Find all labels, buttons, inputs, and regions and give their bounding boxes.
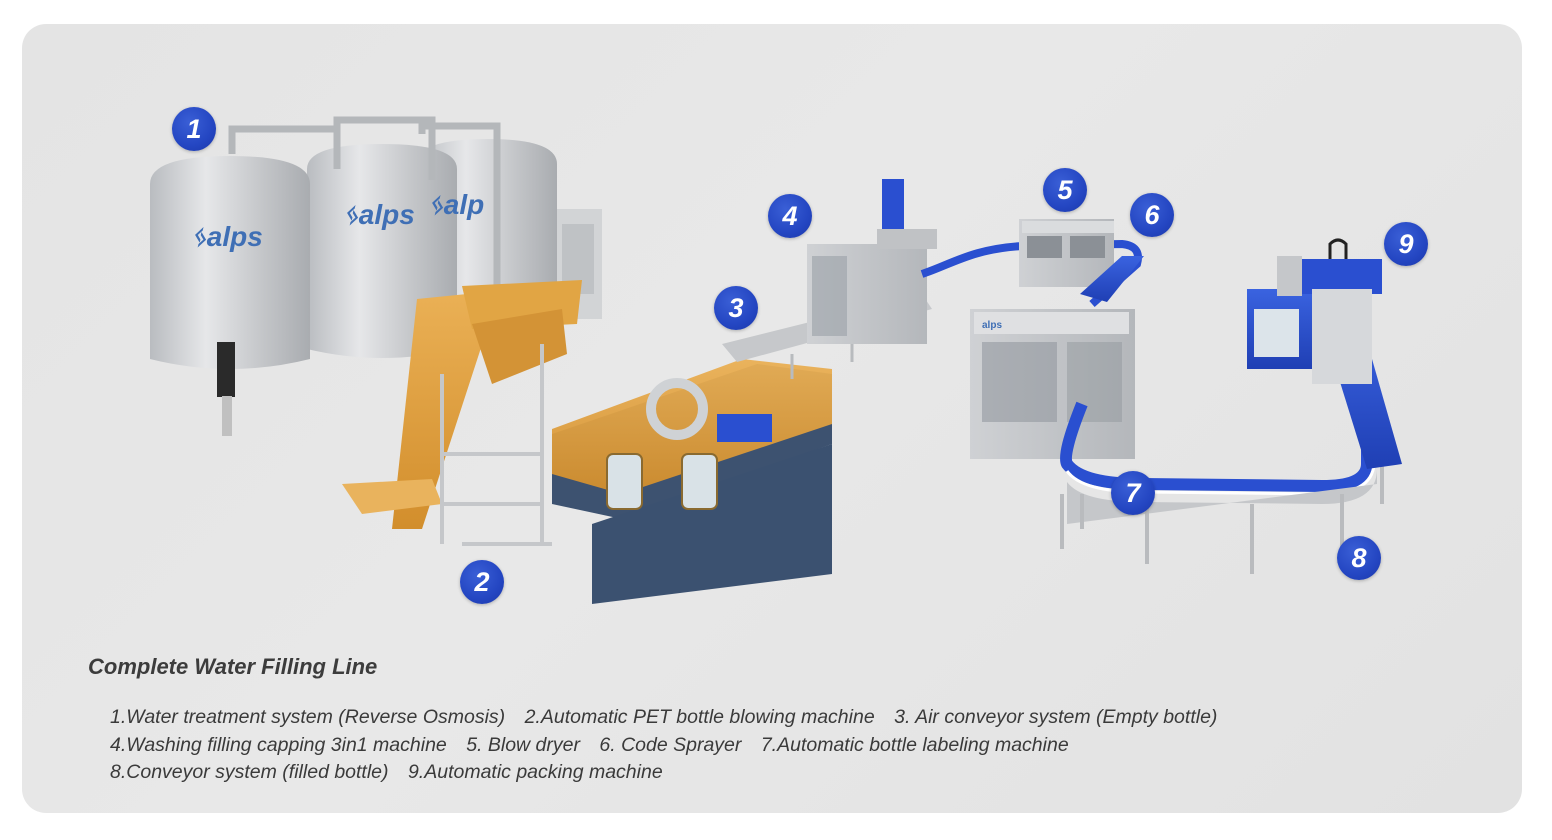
preform-loader xyxy=(342,280,582,546)
blow-dryer xyxy=(1019,219,1114,287)
filling-machine xyxy=(807,179,937,344)
callout-badge-8: 8 xyxy=(1337,536,1381,580)
svg-text:alps: alps xyxy=(982,320,1002,331)
legend-item-2: 2.Automatic PET bottle blowing machine xyxy=(524,706,875,728)
packing-machine xyxy=(1247,238,1382,384)
legend-item-3: 3. Air conveyor system (Empty bottle) xyxy=(894,706,1218,728)
diagram-card: ᛃalps ᛃalps ᛃalp xyxy=(22,24,1522,813)
legend-item-4: 4.Washing filling capping 3in1 machine xyxy=(110,733,447,756)
water-treatment-tanks: ᛃalps ᛃalps ᛃalp xyxy=(150,116,602,436)
blow-molding-machine xyxy=(552,359,832,604)
legend-item-9: 9.Automatic packing machine xyxy=(407,761,663,783)
callout-badge-7: 7 xyxy=(1111,471,1155,515)
legend-item-6: 6. Code Sprayer xyxy=(599,733,742,756)
legend-row-1: 1.Water treatment system (Reverse Osmosi… xyxy=(110,704,1231,732)
callout-badge-4: 4 xyxy=(768,194,812,238)
svg-text:ᛃalps: ᛃalps xyxy=(190,221,263,252)
legend: 1.Water treatment system (Reverse Osmosi… xyxy=(110,704,1231,787)
callout-badge-1: 1 xyxy=(172,107,216,151)
legend-item-1: 1.Water treatment system (Reverse Osmosi… xyxy=(110,706,506,728)
labeling-machine: alps xyxy=(970,309,1135,459)
svg-text:ᛃalps: ᛃalps xyxy=(342,199,415,230)
diagram-title: Complete Water Filling Line xyxy=(88,654,378,679)
production-line-illustration: ᛃalps ᛃalps ᛃalp xyxy=(150,116,1402,604)
legend-item-8: 8.Conveyor system (filled bottle) xyxy=(110,761,389,783)
callout-badge-6: 6 xyxy=(1130,193,1174,237)
svg-text:ᛃalp: ᛃalp xyxy=(427,189,484,220)
callout-badge-5: 5 xyxy=(1043,168,1087,212)
legend-item-7: 7.Automatic bottle labeling machine xyxy=(760,733,1069,756)
legend-item-5: 5. Blow dryer xyxy=(466,733,580,756)
legend-row-2: 4.Washing filling capping 3in1 machine 5… xyxy=(110,732,1231,760)
callout-badge-9: 9 xyxy=(1384,222,1428,266)
legend-row-3: 8.Conveyor system (filled bottle) 9.Auto… xyxy=(110,759,1231,787)
callout-badge-2: 2 xyxy=(460,560,504,604)
callout-badge-3: 3 xyxy=(714,286,758,330)
code-sprayer-conveyor xyxy=(1080,256,1144,302)
